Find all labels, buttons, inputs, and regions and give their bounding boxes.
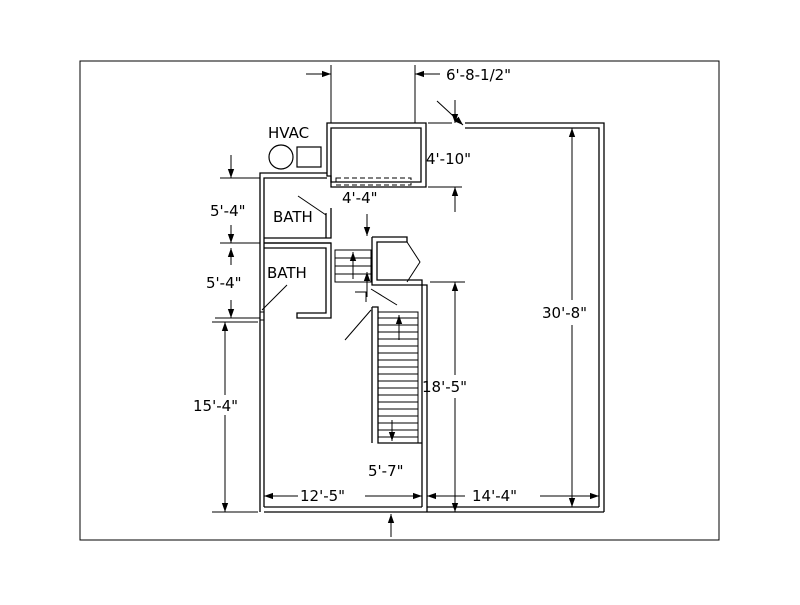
small-stair: [334, 249, 372, 283]
core-walls: [371, 236, 428, 512]
left-walls: [259, 172, 427, 513]
dim-top-opening-text: 6'-8-1/2": [446, 66, 511, 84]
dim-left-lower-text: 15'-4": [193, 397, 238, 415]
hvac-equipment: [268, 144, 322, 170]
bath-upper-label: BATH: [273, 208, 313, 226]
bath-lower-label: BATH: [267, 264, 307, 282]
dim-left-lower: [212, 321, 258, 513]
dim-hvac-closet-width-text: 4'-4": [342, 189, 378, 207]
dim-lower-bath-text: 5'-4": [206, 274, 242, 292]
dim-top-opening: [306, 65, 464, 126]
dim-hvac-closet-depth: [428, 100, 462, 212]
dim-bottom: [264, 492, 599, 537]
dim-lower-bath: [215, 248, 260, 319]
dim-stair-height: [430, 281, 465, 512]
drawing-border: [79, 60, 720, 541]
dim-upper-bath: [220, 155, 260, 244]
right-room-walls: [427, 122, 605, 513]
dim-upper-bath-text: 5'-4": [210, 202, 246, 220]
dim-bottom-left-text: 12'-5": [300, 487, 345, 505]
hvac-closet: [326, 122, 427, 188]
dim-hvac-closet-depth-text: 4'-10": [426, 150, 471, 168]
dim-bottom-right-text: 14'-4": [472, 487, 517, 505]
hvac-square-unit: [296, 146, 322, 168]
lower-bath-walls: [259, 242, 332, 321]
dim-stair-height-text: 18'-5": [422, 378, 467, 396]
hvac-label: HVAC: [268, 124, 309, 142]
dim-stair-gap-text: 5'-7": [368, 462, 404, 480]
main-stair: [344, 272, 422, 444]
dim-right-total-text: 30'-8": [542, 304, 587, 322]
hvac-round-unit: [268, 144, 294, 170]
